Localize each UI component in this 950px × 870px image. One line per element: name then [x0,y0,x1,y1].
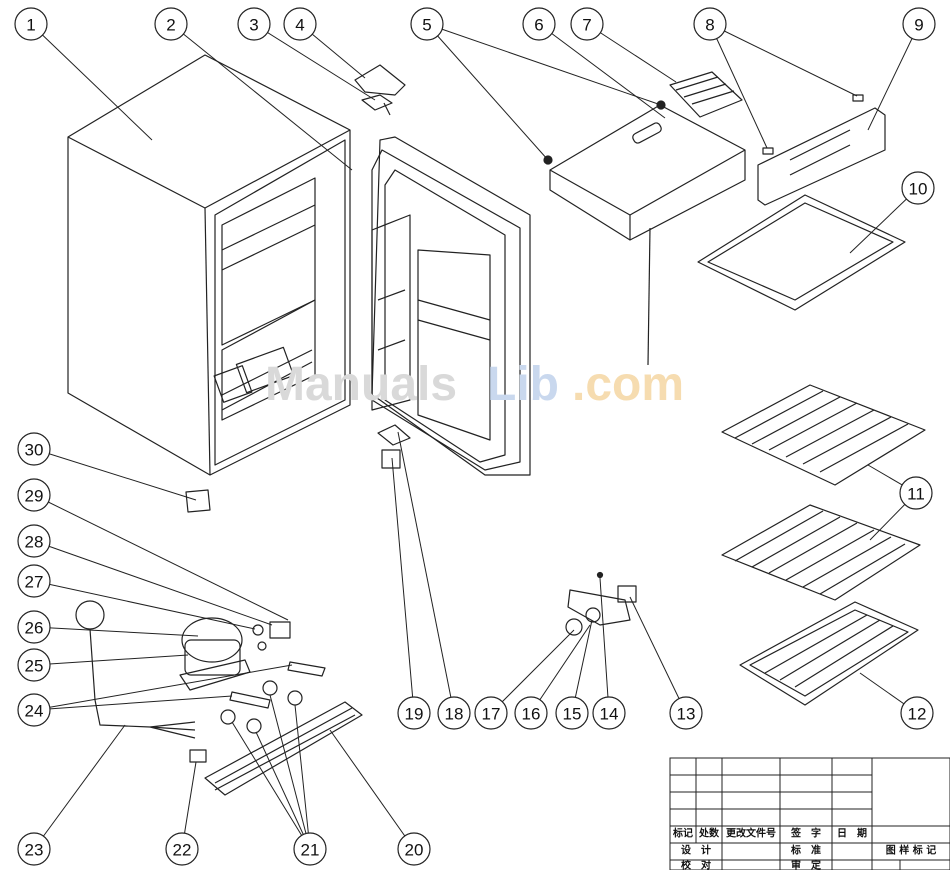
starter-relay [253,622,290,650]
callout-4: 4 [284,8,316,40]
callout-5: 5 [411,8,443,40]
callout-14: 14 [593,697,625,729]
callout-27: 27 [18,565,50,597]
callout-25: 25 [18,649,50,681]
callout-12: 12 [901,697,933,729]
bottom-hinge [378,425,410,468]
callout-number: 2 [166,16,175,35]
callout-number: 29 [25,487,44,506]
callout-20: 20 [398,833,430,865]
callout-number: 4 [295,16,304,35]
callout-number: 24 [25,702,44,721]
freezer-compartment [544,101,745,365]
callout-number: 5 [422,16,431,35]
tb-design: 设 计 [681,844,711,857]
leveling-foot [186,490,210,512]
crisper-shelf [740,602,918,705]
callout-number: 3 [249,16,258,35]
callout-8: 8 [694,8,726,40]
power-cord [76,601,195,738]
mounting-bracket [230,662,325,708]
callout-3: 3 [238,8,270,40]
callout-16: 16 [515,697,547,729]
callout-number: 13 [677,705,696,724]
callout-9: 9 [903,8,935,40]
tb-mark: 标记 [672,827,693,840]
title-block-labels: 标记 处数 更改文件号 签 字 日 期 设 计 标 准 校 对 审 定 图 样 … [672,827,936,870]
callout-17: 17 [475,697,507,729]
drip-tray [698,195,905,310]
tb-check: 校 对 [681,859,711,870]
callout-22: 22 [166,833,198,865]
callout-number: 19 [405,705,424,724]
freezer-flap [758,108,885,205]
callout-number: 18 [445,705,464,724]
callout-29: 29 [18,479,50,511]
callout-number: 15 [563,705,582,724]
callout-number: 7 [582,16,591,35]
callout-number: 27 [25,573,44,592]
cord-clip [190,750,206,762]
callout-23: 23 [18,833,50,865]
callout-10: 10 [902,172,934,204]
tb-change-doc: 更改文件号 [726,827,776,840]
wire-shelf [722,385,925,485]
callout-number: 22 [173,841,192,860]
ice-tray [670,72,742,117]
callout-15: 15 [556,697,588,729]
callout-7: 7 [571,8,603,40]
watermark-text-2: Lib [487,358,559,411]
watermark-text-1: Manuals [265,358,457,411]
callout-18: 18 [438,697,470,729]
tb-standard: 标 准 [790,844,821,857]
callout-number: 17 [482,705,501,724]
callout-30: 30 [18,433,50,465]
callout-19: 19 [398,697,430,729]
clip [763,95,863,154]
thermostat-assembly [566,573,636,636]
door [372,137,530,475]
callout-number: 6 [534,16,543,35]
callout-13: 13 [670,697,702,729]
callout-number: 26 [25,619,44,638]
callout-1: 1 [15,8,47,40]
callout-number: 8 [705,16,714,35]
callout-number: 9 [914,16,923,35]
callout-number: 25 [25,657,44,676]
callout-number: 1 [26,16,35,35]
tb-date: 日 期 [837,827,867,840]
callout-26: 26 [18,611,50,643]
callout-number: 21 [301,841,320,860]
callout-number: 28 [25,533,44,552]
callout-11: 11 [900,477,932,509]
watermark: Manuals Lib .com [265,358,684,411]
top-hinge [362,95,392,115]
callout-number: 20 [405,841,424,860]
callout-number: 11 [907,485,925,504]
tb-sign: 签 字 [790,827,821,840]
tb-review: 审 定 [791,859,821,870]
callout-2: 2 [155,8,187,40]
callout-number: 10 [909,180,928,199]
hinge-cover [355,65,405,95]
cabinet [68,55,350,475]
callout-number: 12 [908,705,927,724]
watermark-text-3: .com [572,358,684,411]
callout-28: 28 [18,525,50,557]
tb-count: 处数 [698,827,720,840]
callout-21: 21 [294,833,326,865]
callout-number: 16 [522,705,541,724]
tb-drawing-mark: 图 样 标 记 [886,844,936,857]
callout-number: 30 [25,441,44,460]
callout-number: 23 [25,841,44,860]
compressor [180,618,250,690]
callout-24: 24 [18,694,50,726]
callout-number: 14 [600,705,619,724]
callout-6: 6 [523,8,555,40]
